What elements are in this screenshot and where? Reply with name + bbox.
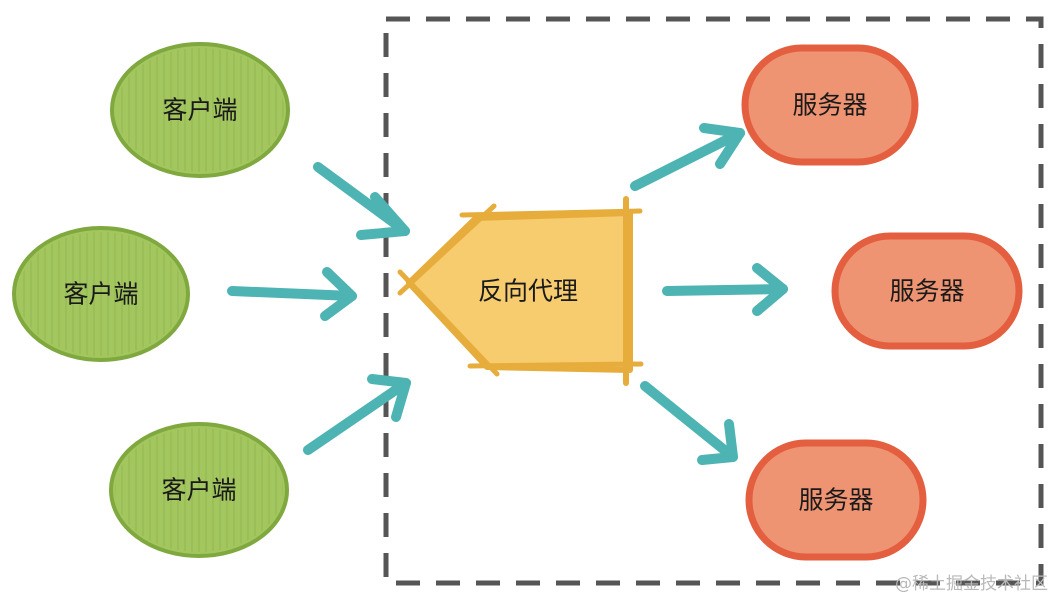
- client-label: 客户端: [162, 96, 237, 125]
- arrow-proxy-to-server2: [662, 263, 788, 316]
- client-label: 客户端: [63, 280, 138, 309]
- server-label: 服务器: [889, 277, 964, 306]
- server-node-3: 服务器: [745, 439, 927, 561]
- arrow-proxy-to-server1: [630, 123, 745, 191]
- arrow-client1-to-proxy: [313, 162, 410, 240]
- client-node-3: 客户端: [109, 422, 289, 558]
- proxy-node: 反向代理: [397, 196, 644, 386]
- proxy-boundary: [383, 16, 1044, 586]
- client-node-2: 客户端: [12, 226, 190, 362]
- client-node-1: 客户端: [110, 42, 290, 178]
- arrow-client3-to-proxy: [303, 374, 411, 455]
- proxy-label: 反向代理: [478, 277, 578, 306]
- server-node-2: 服务器: [831, 232, 1023, 350]
- server-node-1: 服务器: [741, 44, 919, 166]
- server-label: 服务器: [798, 486, 873, 515]
- client-label: 客户端: [161, 476, 236, 505]
- server-label: 服务器: [792, 91, 867, 120]
- arrow-proxy-to-server3: [640, 381, 738, 465]
- watermark: @稀土掘金技术社区: [895, 574, 1048, 594]
- arrow-client2-to-proxy: [227, 267, 357, 321]
